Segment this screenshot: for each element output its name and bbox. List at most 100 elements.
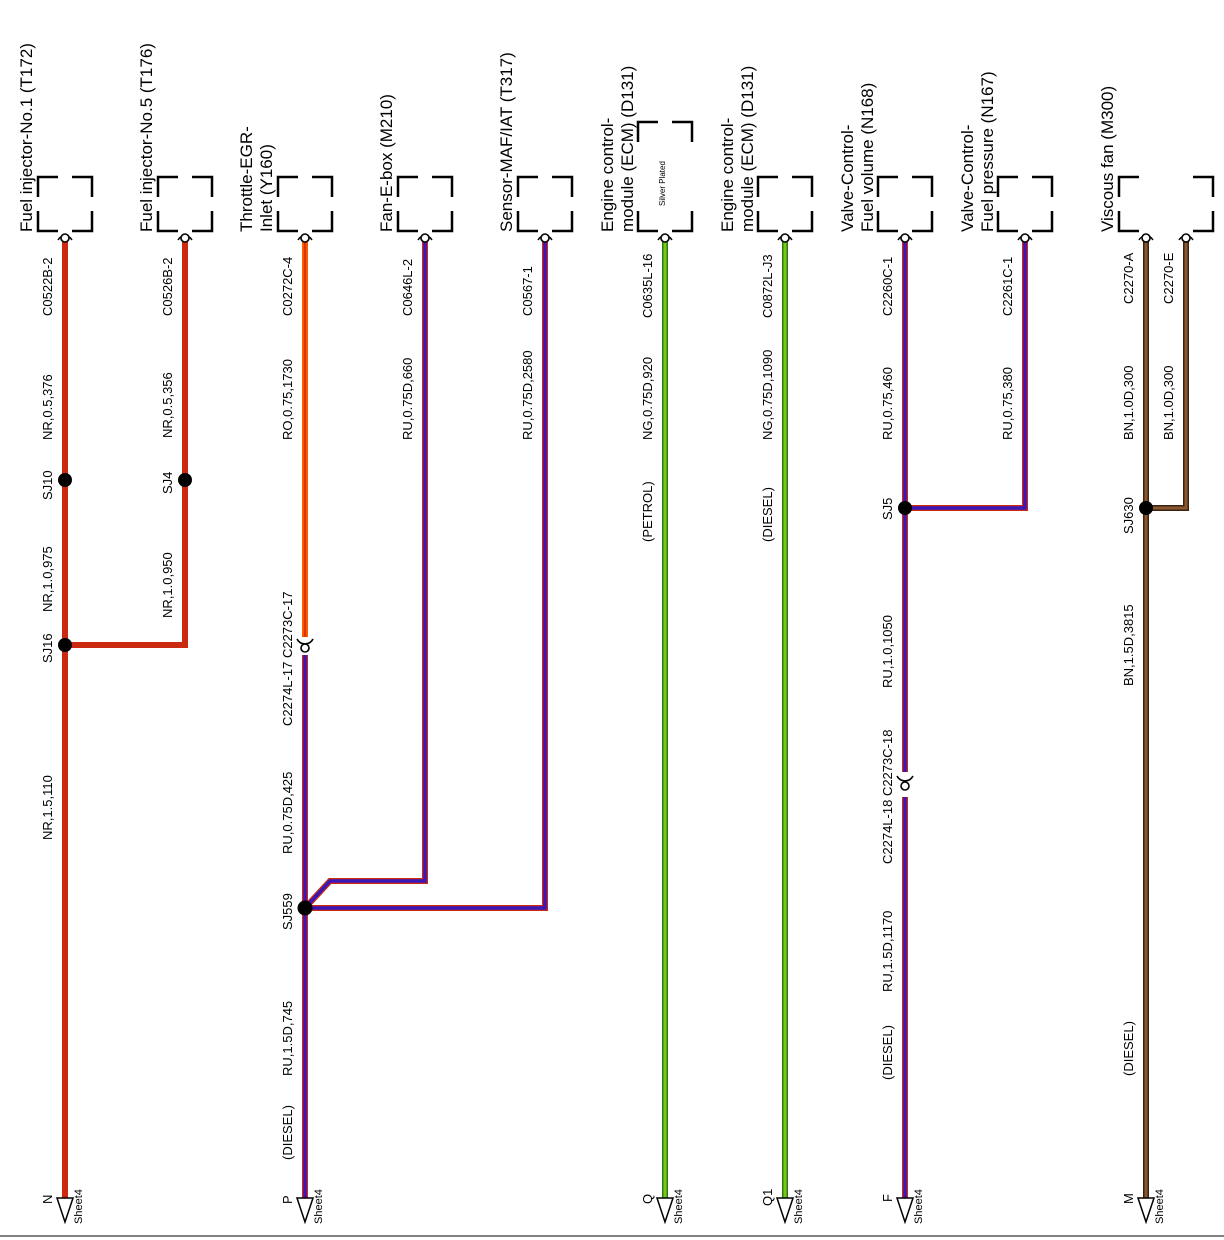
sheet-reference: Sheet4 [313,1189,325,1224]
wire-c0646l-2-stripe [303,242,427,910]
pin-terminal [60,233,70,243]
wire-spec-label: BN,1.0D,300 [1161,366,1176,440]
pin-terminal [900,233,910,243]
wire-spec-label: NR,0.5,356 [160,372,175,438]
pin-label: C2260C-1 [880,257,895,316]
wire-spec-label: RU,0.75D,425 [280,772,295,854]
splice-label: SJ10 [40,470,55,500]
component-box [156,175,214,243]
wire-c0567-1-stripe [305,242,547,910]
wire-spec-label: BN,1.0D,300 [1121,366,1136,440]
inline-connector-c2274l-17 [296,638,314,658]
splice-label: SJ630 [1121,497,1136,534]
component-name-n167-line1: Valve-Control- [958,125,977,232]
inline-connector-label: C2274L-17 C2273C-17 [280,592,295,726]
pin-terminal [660,233,670,243]
pin-label: C2261C-1 [1000,257,1015,316]
sheet-arrow-icon [295,1197,315,1225]
sheet-letter: Q [640,1194,655,1204]
sheet-reference: Sheet4 [1154,1189,1166,1224]
inline-connector-label: C2274L-18 C2273C-18 [880,730,895,864]
wire-spec-label: NR,1.0,975 [40,546,55,612]
pin-terminal [1020,233,1030,243]
component-box-outline [1117,175,1215,233]
component-name-d131a-line1: Engine control- [598,118,617,232]
component-box-outline [276,175,334,233]
wires [62,242,1189,1198]
pin-label: C0522B-2 [40,257,55,316]
splice-sj5 [898,501,912,515]
splice-sj559 [297,900,313,916]
component-name-n167-line2: Fuel pressure (N167) [978,71,997,232]
component-box-outline [156,175,214,233]
condition-label: (DIESEL) [880,1025,895,1080]
component-box-outline [516,175,574,233]
component-box-outline [996,175,1054,233]
wire-spec-label: NG,0.75D,1090 [760,350,775,440]
sheet-arrow-icon [895,1197,915,1225]
pin-label: C0272C-4 [280,257,295,316]
component-name-d131a-line2: module (ECM) (D131) [618,66,637,232]
sheet-reference: Sheet4 [793,1189,805,1224]
sheet-arrow-icon [775,1197,795,1225]
component-box-outline [636,120,694,233]
component-name-t176: Fuel injector-No.5 (T176) [137,43,156,232]
component-box [876,175,934,243]
sheet-arrow-icon [55,1197,75,1225]
splices [58,473,1153,916]
wire-spec-label: RU,0.75D,660 [400,358,415,440]
sheet-reference: Sheet4 [673,1189,685,1224]
wire-spec-label: RO,0.75,1730 [280,359,295,440]
pin-label: C2270-A [1121,252,1136,304]
wire-labels: C0522B-2 NR,0.5,376 SJ10 NR,1.0,975 SJ16… [40,252,1176,1206]
splice-sj16 [58,638,72,652]
component-box [756,175,814,243]
pin-terminal [180,233,190,243]
component-box [36,175,94,243]
component-name-n168-line2: Fuel volume (N168) [858,83,877,232]
sheet-letter: F [880,1194,895,1202]
component-box [276,175,334,243]
wire-spec-label: NG,0.75D,920 [640,357,655,440]
splice-label: SJ559 [280,893,295,930]
component-name-m300: Viscous fan (M300) [1098,86,1117,232]
wire-spec-label: RU,0.75,460 [880,367,895,440]
pin-terminal [780,233,790,243]
wire-spec-label: RU,0.75D,2580 [520,350,535,440]
component-name-y160-line2: Inlet (Y160) [257,144,276,232]
wire-spec-label: RU,1.0,1050 [880,615,895,688]
component-names: Fuel injector-No.1 (T172) Fuel injector-… [17,43,1117,232]
splice-label: SJ5 [880,498,895,520]
component-box [516,175,574,243]
sheet-arrow-icon [655,1197,675,1225]
component-name-d131b-line2: module (ECM) (D131) [738,66,757,232]
component-box-outline [36,175,94,233]
splice-label: SJ16 [40,633,55,663]
sheet-arrow-icon [1136,1197,1156,1225]
sheet-arrows [55,1197,1156,1225]
splice-sj10 [58,473,72,487]
sheet-letter: Q1 [760,1189,775,1206]
component-name-t172: Fuel injector-No.1 (T172) [17,43,36,232]
component-boxes [36,120,1215,243]
component-box-outline [396,175,454,233]
inline-connectors [296,638,914,791]
condition-label: (DIESEL) [280,1105,295,1160]
component-box [1117,175,1215,243]
component-box [636,120,694,243]
component-box-outline [756,175,814,233]
pin-label: C0526B-2 [160,257,175,316]
splice-sj4 [178,473,192,487]
component-name-t317: Sensor-MAF/IAT (T317) [497,52,516,232]
pin-label: C0567-1 [520,266,535,316]
pin-terminal [1141,233,1151,243]
sheet-reference: Sheet4 [913,1189,925,1224]
wire-c2270-e-stripe [1146,242,1188,510]
wire-spec-label: RU,1.5D,1170 [880,911,895,992]
component-name-d131b-line1: Engine control- [718,118,737,232]
wire-spec-label: NR,1.0,950 [160,552,175,618]
wire-c0526b-2 [65,242,188,648]
wire-spec-label: RU,1.5D,745 [280,1001,295,1076]
sheet-reference: Sheet4 [73,1189,85,1224]
